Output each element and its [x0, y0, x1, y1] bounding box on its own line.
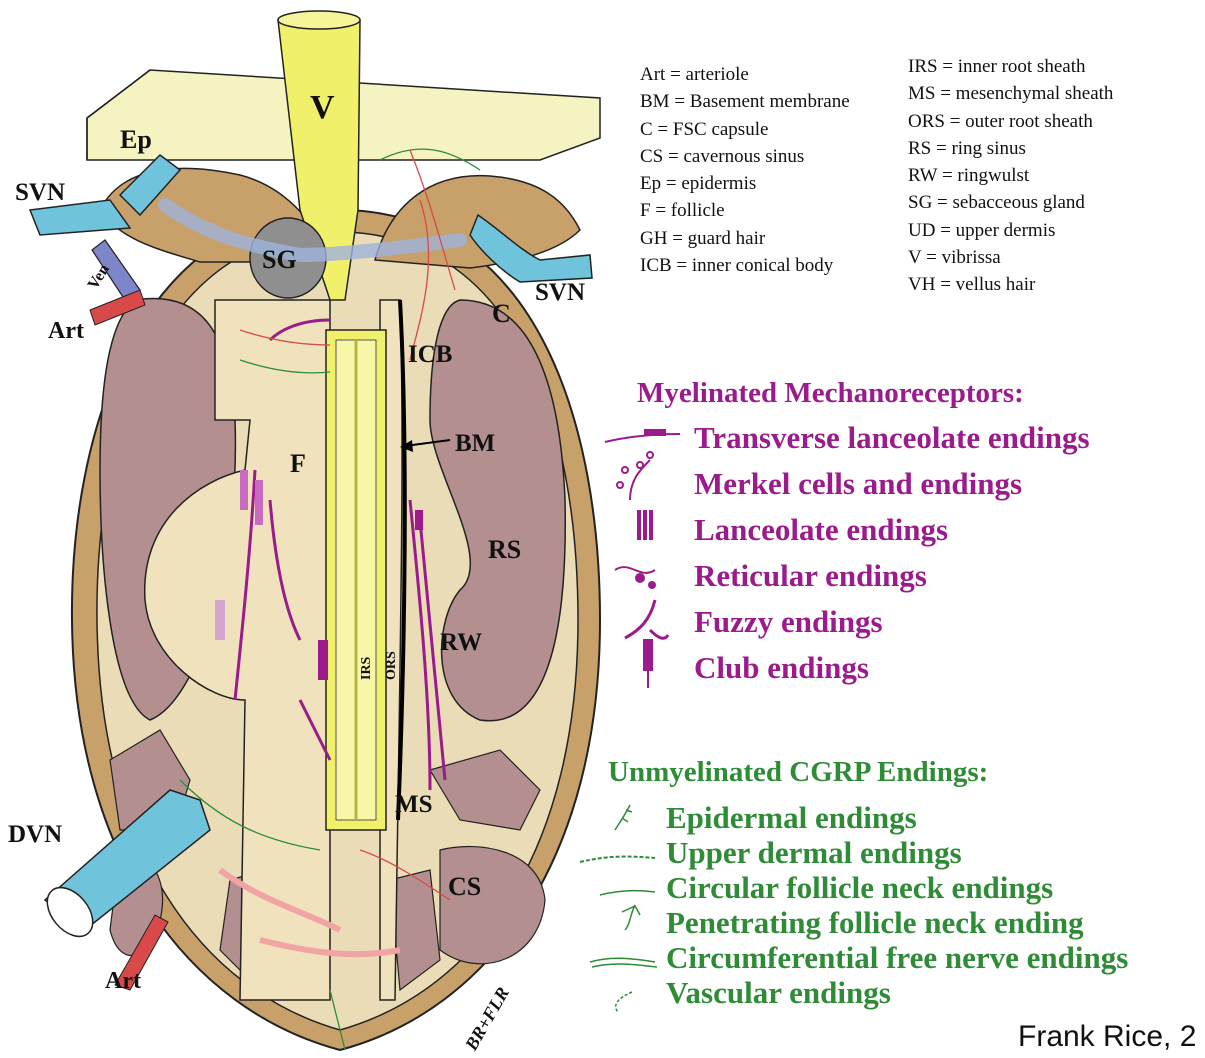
- legend-item-circular-neck: Circular follicle neck endings: [666, 870, 1053, 906]
- legend-item-epidermal: Epidermal endings: [666, 800, 917, 836]
- abbr-item: RW = ringwulst: [908, 162, 1113, 189]
- label-art-top: Art: [48, 318, 84, 344]
- abbr-item: F = follicle: [640, 197, 850, 224]
- label-dvn: DVN: [8, 821, 62, 848]
- abbr-item: CS = cavernous sinus: [640, 143, 850, 170]
- legend-item-vascular: Vascular endings: [666, 975, 891, 1011]
- legend-item-transverse-lanceolate: Transverse lanceolate endings: [694, 420, 1090, 456]
- legend-item-lanceolate: Lanceolate endings: [694, 512, 948, 548]
- abbr-item: VH = vellus hair: [908, 271, 1113, 298]
- abbr-item: ICB = inner conical body: [640, 252, 850, 279]
- label-ors: ORS: [384, 651, 399, 680]
- myelinated-heading: Myelinated Mechanoreceptors:: [637, 377, 1024, 410]
- legend-icon-club: [644, 640, 652, 688]
- label-rw: RW: [440, 629, 482, 656]
- label-svn-right: SVN: [535, 279, 585, 306]
- abbr-item: RS = ring sinus: [908, 135, 1113, 162]
- abbr-item: UD = upper dermis: [908, 217, 1113, 244]
- artist-signature: BR+FLR: [460, 984, 512, 1055]
- label-ms: MS: [395, 791, 433, 818]
- abbr-item: GH = guard hair: [640, 225, 850, 252]
- legend-icon-reticular: [615, 567, 655, 588]
- abbr-item: Ep = epidermis: [640, 170, 850, 197]
- legend-icon-transverse-lanceolate: [605, 430, 680, 442]
- legend-icon-circumferential: [590, 958, 657, 967]
- label-v: V: [310, 89, 335, 126]
- unmyelinated-heading: Unmyelinated CGRP Endings:: [608, 756, 988, 789]
- legend-icon-circular-neck: [600, 891, 655, 895]
- label-sg: SG: [262, 245, 297, 274]
- abbr-item: IRS = inner root sheath: [908, 53, 1113, 80]
- legend-item-reticular: Reticular endings: [694, 558, 927, 594]
- author-credit: Frank Rice, 2: [1018, 1020, 1196, 1054]
- legend-icon-merkel: [617, 452, 653, 500]
- label-bm: BM: [455, 430, 495, 457]
- legend-item-penetrating-neck: Penetrating follicle neck ending: [666, 905, 1084, 941]
- legend-item-merkel: Merkel cells and endings: [694, 466, 1022, 502]
- abbr-item: Art = arteriole: [640, 61, 850, 88]
- abbr-item: BM = Basement membrane: [640, 88, 850, 115]
- legend-icon-fuzzy: [625, 600, 668, 638]
- legend-icon-upper-dermal: [580, 857, 655, 862]
- legend-item-club: Club endings: [694, 650, 869, 686]
- legend-item-circumferential: Circumferential free nerve endings: [666, 940, 1128, 976]
- abbr-item: MS = mesenchymal sheath: [908, 80, 1113, 107]
- abbr-item: C = FSC capsule: [640, 116, 850, 143]
- label-irs: IRS: [359, 656, 374, 680]
- label-cs: CS: [448, 872, 481, 901]
- legend-icon-epidermal: [615, 805, 632, 830]
- label-icb: ICB: [408, 341, 452, 368]
- abbreviations-right: IRS = inner root sheath MS = mesenchymal…: [908, 53, 1113, 299]
- legend-item-fuzzy: Fuzzy endings: [694, 604, 883, 640]
- label-art-bottom: Art: [105, 968, 141, 994]
- legend-icon-penetrating-neck: [622, 905, 640, 930]
- legend-item-upper-dermal: Upper dermal endings: [666, 835, 962, 871]
- label-c: C: [492, 299, 511, 328]
- abbreviations-left: Art = arteriole BM = Basement membrane C…: [640, 61, 850, 279]
- abbr-item: V = vibrissa: [908, 244, 1113, 271]
- abbr-item: SG = sebacceous gland: [908, 189, 1113, 216]
- legend-icon-lanceolate: [637, 510, 653, 540]
- abbr-item: ORS = outer root sheath: [908, 108, 1113, 135]
- label-f: F: [290, 449, 306, 478]
- label-svn-left: SVN: [15, 179, 65, 206]
- label-rs: RS: [488, 535, 521, 564]
- label-ep: Ep: [120, 125, 152, 154]
- legend-icon-vascular: [616, 992, 632, 1012]
